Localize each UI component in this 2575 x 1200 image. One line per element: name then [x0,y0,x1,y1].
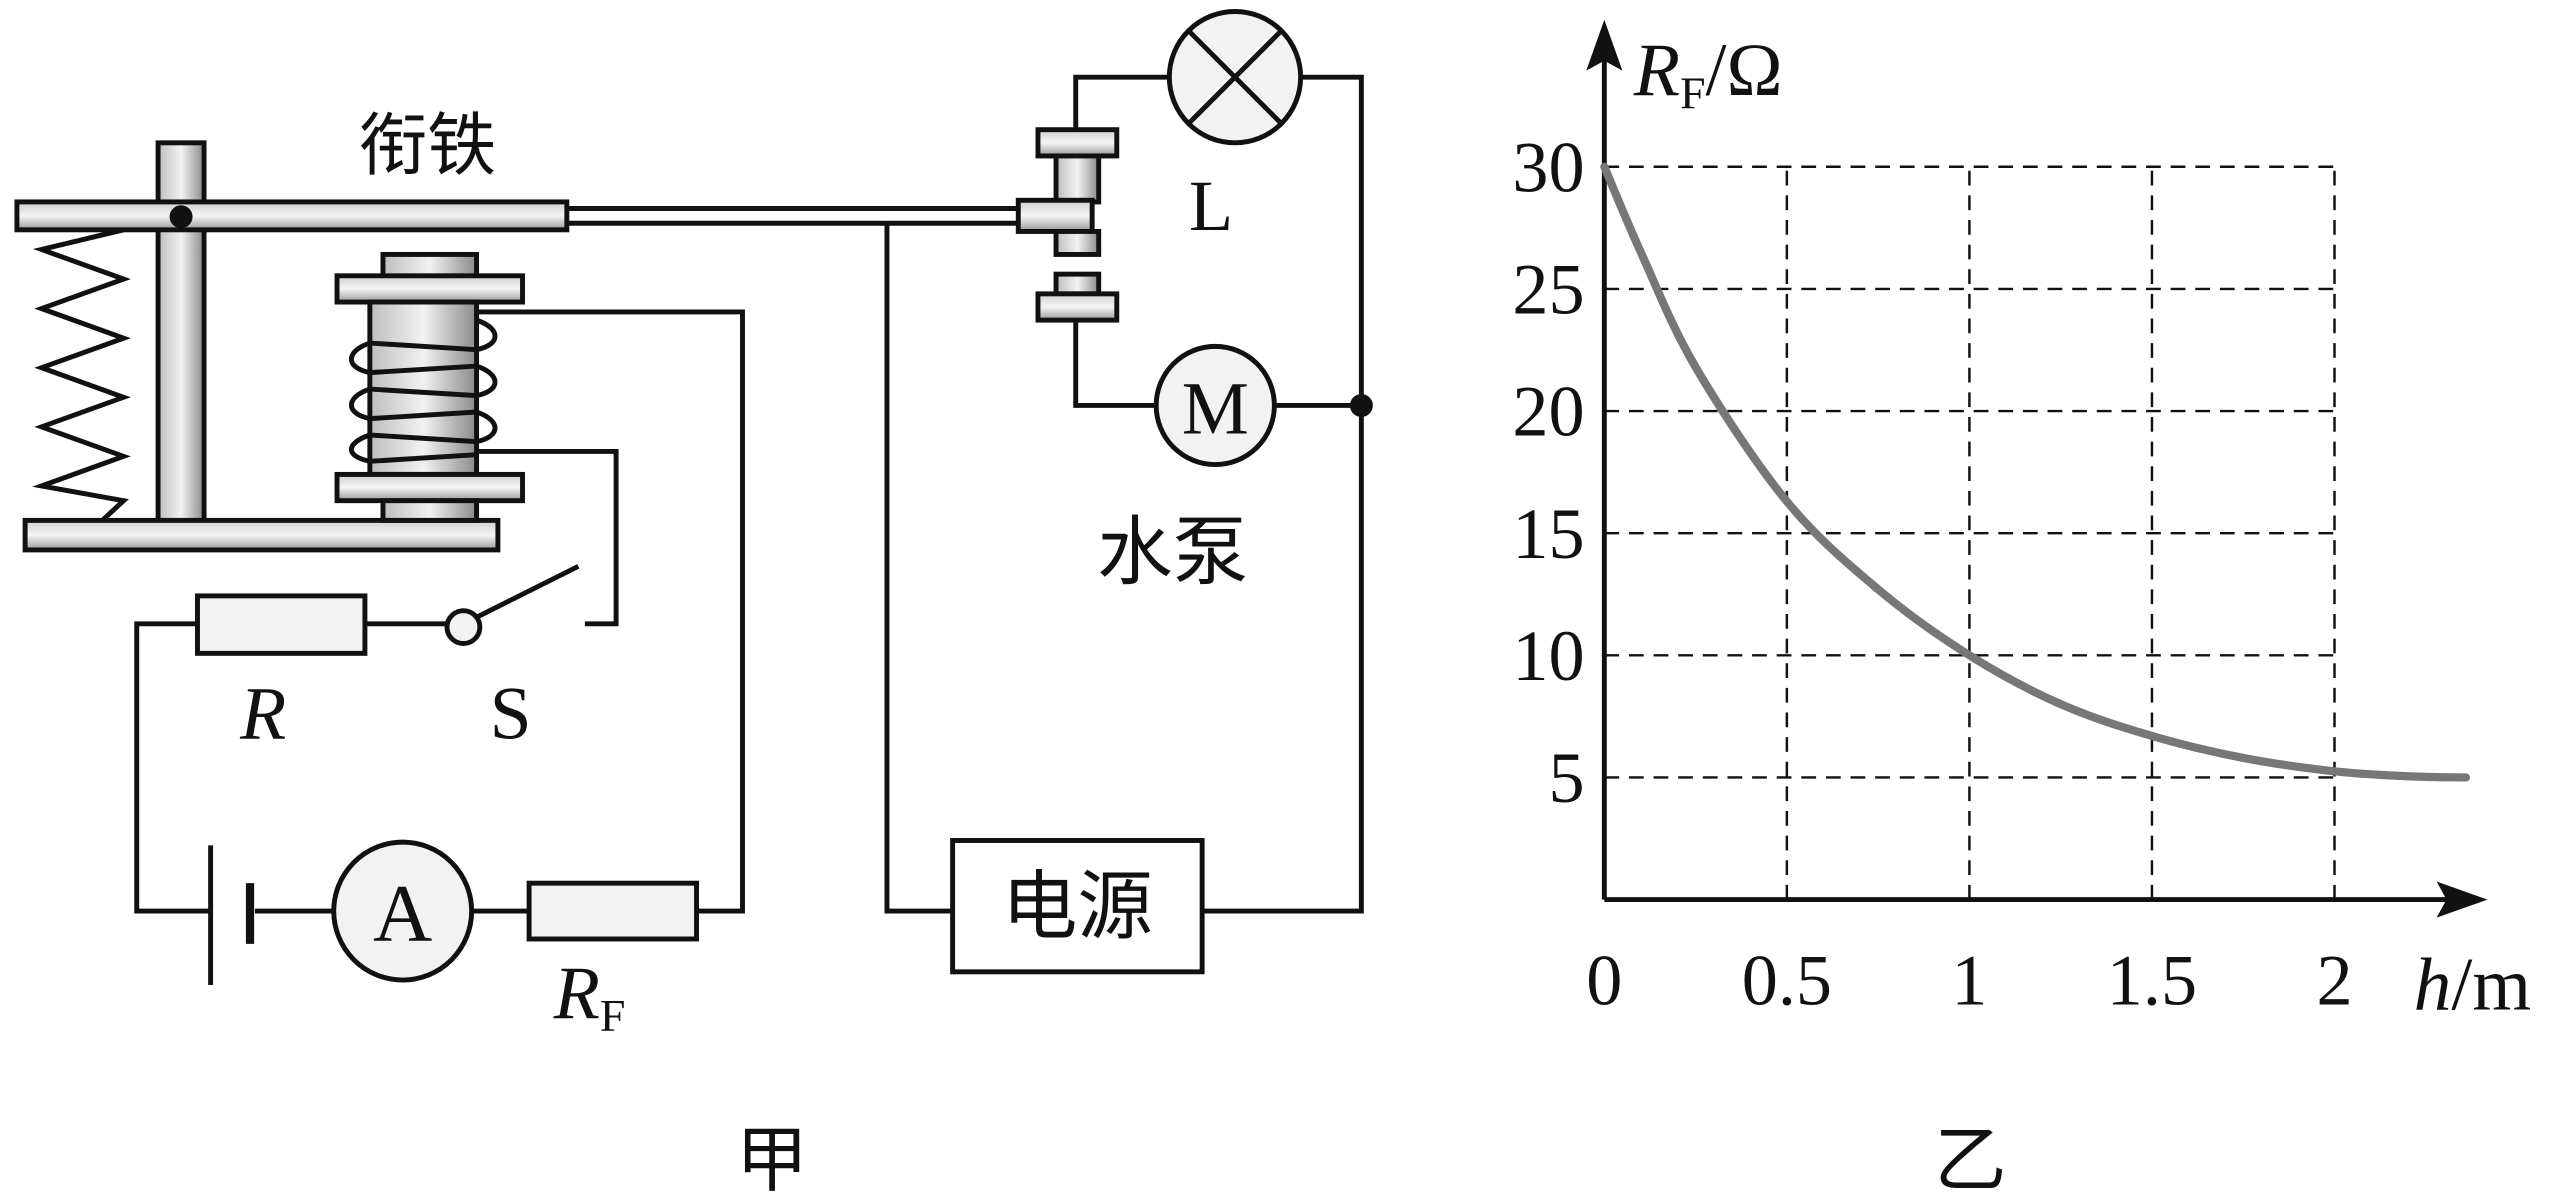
resistance-height-chart: 5 10 15 20 25 30 0 0.5 1 1.5 2 RF/Ω h/m 乙 [1512,19,2531,1200]
rf-curve [1600,162,2471,782]
x-tick-label: 1.5 [2107,941,2197,1021]
resistor-label: R [239,673,286,756]
y-axis-label: RF/Ω [1633,29,1783,118]
chart-caption: 乙 [1934,1121,2006,1200]
lamp-label: L [1189,166,1233,246]
circuit-diagram: 衔铁 L [14,9,1373,1200]
y-tick-label: 30 [1512,127,1584,207]
electromagnet-coil [334,251,525,523]
x-tick-label: 1 [1951,941,1987,1021]
y-axis-arrow [1586,19,1623,71]
battery [208,845,255,985]
ammeter: A [331,839,475,983]
x-axis-label: h/m [2414,944,2531,1027]
switch-label: S [490,673,532,756]
svg-text:电源: 电源 [1002,866,1153,949]
grid [1604,165,2336,900]
armature-label: 衔铁 [358,108,496,184]
junction-dot [1349,393,1373,417]
x-axis-arrow [2436,881,2488,918]
y-tick-label: 15 [1512,494,1584,574]
y-tick-label: 20 [1512,372,1584,452]
spring [32,227,131,523]
svg-text:A: A [373,868,432,959]
y-tick-label: 5 [1549,738,1585,818]
svg-text:M: M [1182,367,1249,450]
sensor-resistor-rf [526,880,699,942]
power-supply: 电源 [950,838,1205,975]
switch-s [444,564,580,646]
y-tick-label: 10 [1512,616,1584,696]
diagram-caption: 甲 [736,1121,808,1200]
lamp [1166,9,1304,146]
resistor-r [195,593,368,656]
water-pump-motor: M [1153,343,1277,468]
y-tick-label: 25 [1512,250,1584,330]
armature [14,199,570,233]
base-plate [22,517,501,553]
sensor-label: RF [553,952,626,1041]
x-tick-label: 0.5 [1742,941,1832,1021]
x-tick-label: 0 [1586,941,1622,1021]
x-tick-label: 2 [2316,941,2352,1021]
pivot-dot [169,205,193,229]
relay-contacts [1015,127,1120,323]
pump-label: 水泵 [1097,512,1248,595]
